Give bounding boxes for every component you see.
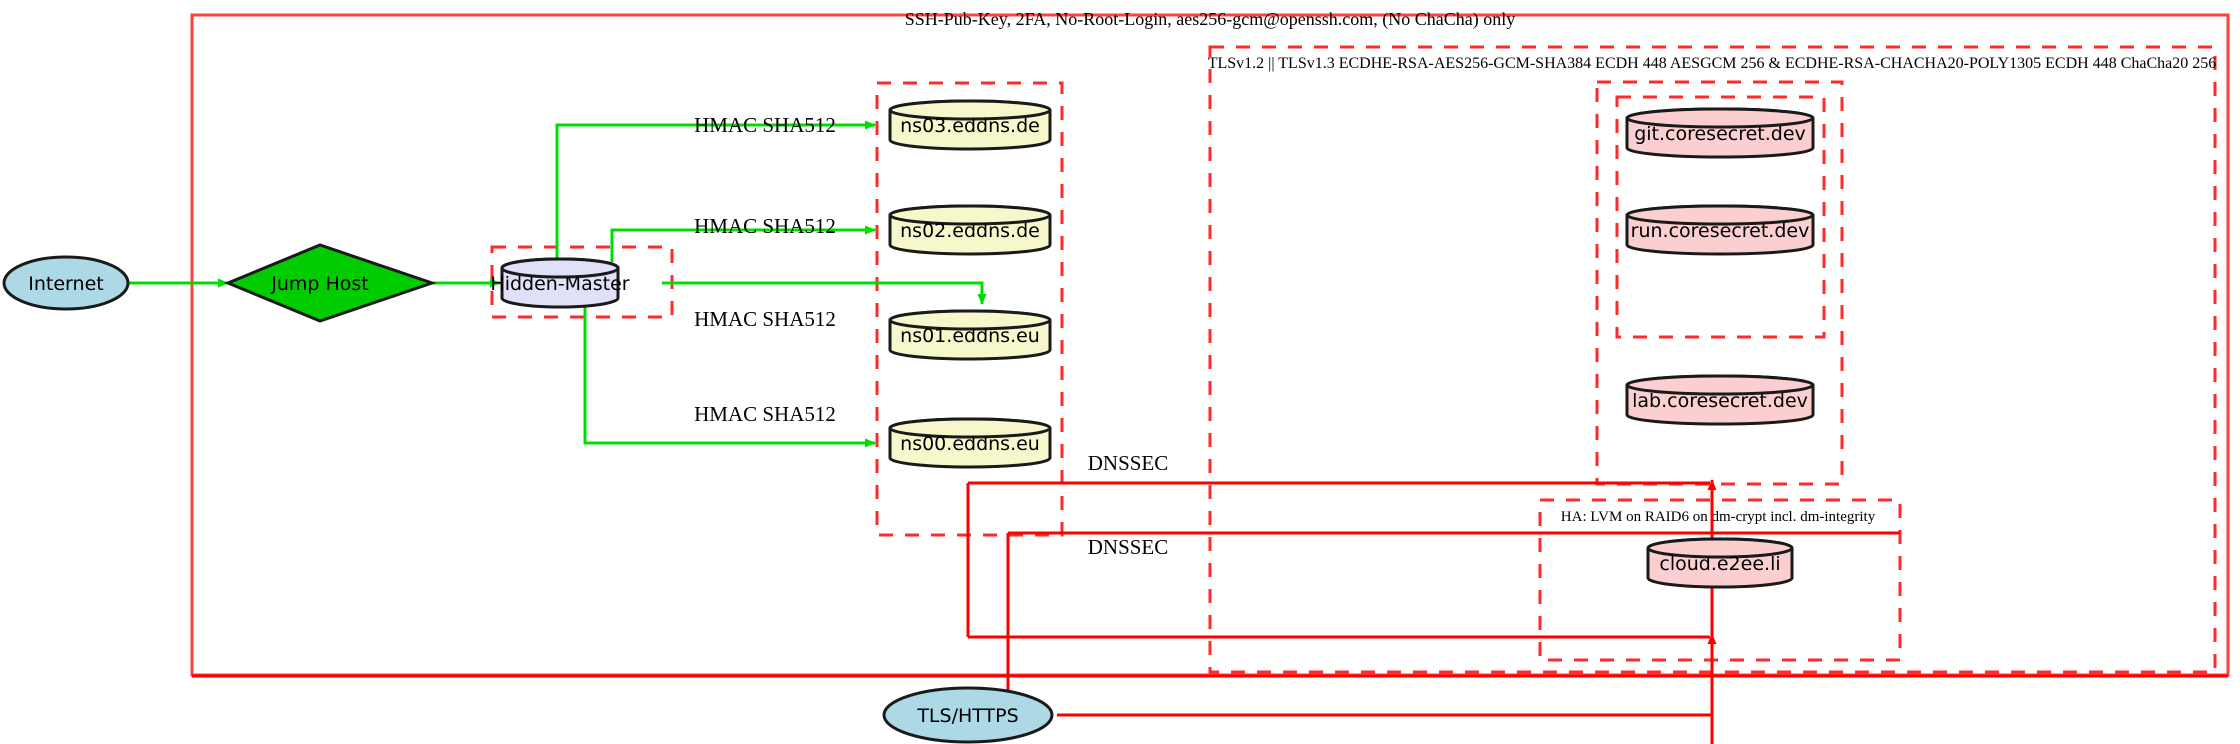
node-ns00[interactable]: ns00.eddns.eu xyxy=(888,417,1052,469)
node-git-coresecret-label: git.coresecret.dev xyxy=(1634,123,1806,145)
node-ns03-label: ns03.eddns.de xyxy=(900,115,1040,137)
edge-hiddenmaster-to-ns03 xyxy=(555,120,876,262)
app-servers-inner-cluster xyxy=(1615,95,1826,339)
edge-hiddenmaster-to-ns00 xyxy=(583,306,876,448)
node-ns02-label: ns02.eddns.de xyxy=(900,220,1040,242)
node-run-coresecret-label: run.coresecret.dev xyxy=(1631,220,1810,242)
edge-label-group: HMAC SHA512 HMAC SHA512 HMAC SHA512 HMAC… xyxy=(694,113,1168,559)
node-internet[interactable]: Internet xyxy=(2,255,130,311)
edge-hiddenmaster-to-ns02 xyxy=(610,225,876,262)
app-servers-outer-cluster xyxy=(1595,80,1844,486)
ha-cluster: HA: LVM on RAID6 on dm-crypt incl. dm-in… xyxy=(1538,498,1902,662)
node-ns02[interactable]: ns02.eddns.de xyxy=(888,204,1052,256)
node-hidden-master-label: Hidden-Master xyxy=(490,273,629,295)
edge-hiddenmaster-to-ns01 xyxy=(662,281,987,305)
node-cloud-e2ee-label: cloud.e2ee.li xyxy=(1659,553,1780,575)
node-lab-coresecret[interactable]: lab.coresecret.dev xyxy=(1625,374,1815,426)
tls-cluster-label: TLSv1.2 || TLSv1.3 ECDHE-RSA-AES256-GCM-… xyxy=(1208,55,2217,72)
ssh-cluster-label: SSH-Pub-Key, 2FA, No-Root-Login, aes256-… xyxy=(905,9,1516,30)
node-run-coresecret[interactable]: run.coresecret.dev xyxy=(1625,204,1815,256)
node-git-coresecret[interactable]: git.coresecret.dev xyxy=(1625,107,1815,159)
node-tls-https-label: TLS/HTTPS xyxy=(916,705,1018,727)
edge-label-hmac-ns00: HMAC SHA512 xyxy=(694,402,836,426)
edge-label-hmac-ns02: HMAC SHA512 xyxy=(694,214,836,238)
node-ns01-label: ns01.eddns.eu xyxy=(900,325,1040,347)
node-ns03[interactable]: ns03.eddns.de xyxy=(888,99,1052,151)
ha-cluster-label: HA: LVM on RAID6 on dm-crypt incl. dm-in… xyxy=(1561,509,1876,525)
node-tls-https[interactable]: TLS/HTTPS xyxy=(882,686,1054,744)
node-jump-host[interactable]: Jump Host xyxy=(224,243,437,323)
edge-label-dnssec-upper: DNSSEC xyxy=(1088,451,1169,475)
red-edge-group xyxy=(192,479,2228,744)
node-cloud-e2ee[interactable]: cloud.e2ee.li xyxy=(1646,537,1794,589)
node-ns01[interactable]: ns01.eddns.eu xyxy=(888,309,1052,361)
node-lab-coresecret-label: lab.coresecret.dev xyxy=(1632,390,1808,412)
node-hidden-master[interactable]: Hidden-Master xyxy=(490,257,630,309)
green-edge-group xyxy=(128,120,987,448)
edge-label-hmac-ns01: HMAC SHA512 xyxy=(694,307,836,331)
edge-label-dnssec-lower: DNSSEC xyxy=(1088,535,1169,559)
edge-label-hmac-ns03: HMAC SHA512 xyxy=(694,113,836,137)
node-ns00-label: ns00.eddns.eu xyxy=(900,433,1040,455)
node-jump-host-label: Jump Host xyxy=(270,273,369,295)
node-internet-label: Internet xyxy=(28,273,103,295)
